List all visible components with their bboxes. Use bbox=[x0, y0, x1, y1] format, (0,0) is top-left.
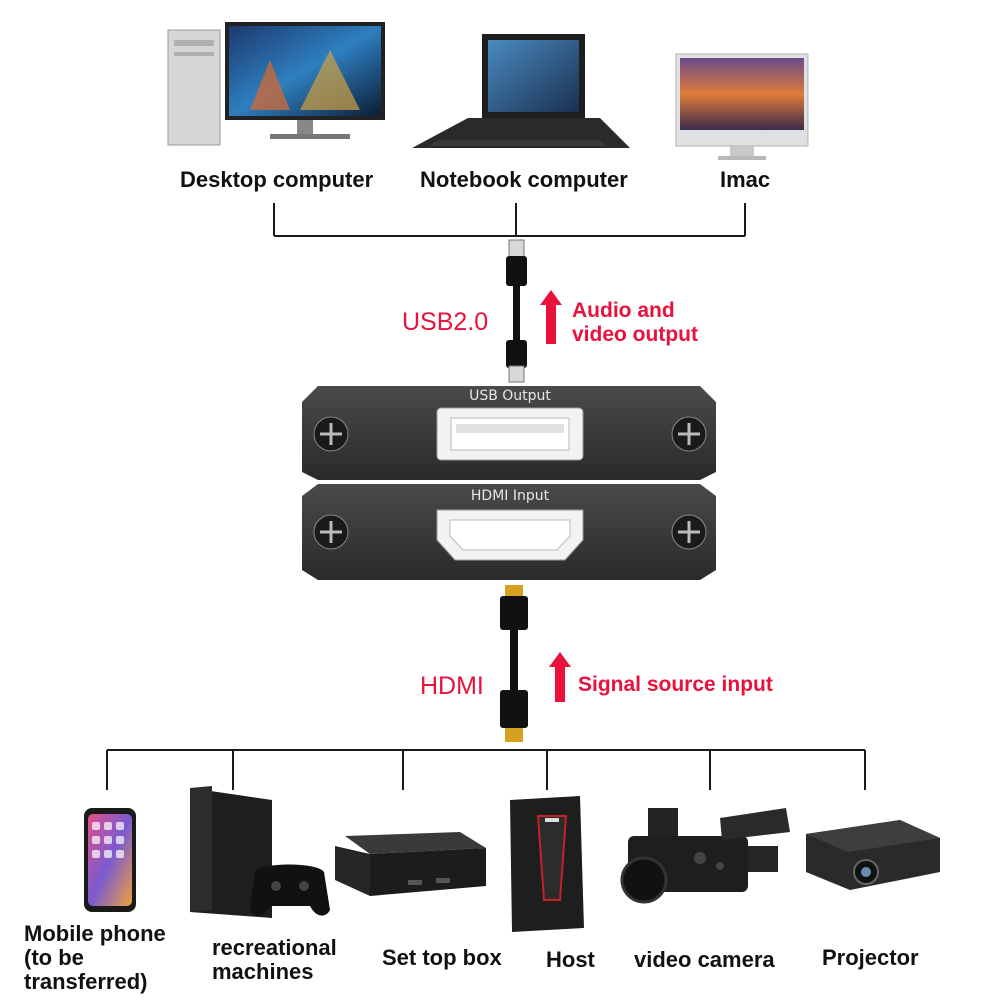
set-top-box-label: Set top box bbox=[382, 945, 502, 970]
notebook-computer-label: Notebook computer bbox=[420, 167, 628, 192]
projector-label: Projector bbox=[822, 945, 919, 970]
projector-icon bbox=[806, 820, 940, 890]
hdmi-cable bbox=[500, 585, 528, 742]
desktop-computer-label: Desktop computer bbox=[180, 167, 374, 192]
host-tower-icon bbox=[510, 796, 584, 932]
signal-source-input-note: Signal source input bbox=[578, 673, 773, 696]
usb-cable-label: USB2.0 bbox=[402, 308, 489, 336]
set-top-box-icon bbox=[335, 832, 486, 896]
video-camera-icon bbox=[620, 808, 790, 904]
recreational-machines-label-line2: machines bbox=[212, 959, 314, 984]
imac-label: Imac bbox=[720, 167, 771, 192]
hdmi-input-port-label: HDMI Input bbox=[470, 488, 550, 504]
notebook-computer-icon bbox=[412, 34, 630, 148]
host-label: Host bbox=[546, 947, 595, 972]
mobile-phone-label-line3: transferred) bbox=[24, 969, 148, 994]
audio-video-output-note-line2: video output bbox=[572, 323, 698, 346]
usb-cable bbox=[506, 239, 527, 383]
bottom-bracket-lines bbox=[106, 749, 866, 790]
desktop-computer-icon bbox=[167, 22, 385, 146]
mobile-phone-icon bbox=[84, 808, 136, 912]
arrow-up-icon bbox=[540, 290, 562, 344]
audio-video-output-note-line1: Audio and bbox=[572, 299, 675, 322]
mobile-phone-label-line1: Mobile phone bbox=[24, 921, 166, 946]
recreational-machines-label-line1: recreational bbox=[212, 935, 337, 960]
top-bracket-lines bbox=[273, 203, 746, 237]
video-camera-label: video camera bbox=[634, 947, 775, 972]
hdmi-cable-label: HDMI bbox=[420, 672, 484, 700]
game-console-icon bbox=[190, 786, 330, 918]
usb-output-port-label: USB Output bbox=[469, 388, 551, 404]
arrow-up-icon-2 bbox=[549, 652, 571, 702]
capture-device bbox=[302, 386, 716, 580]
mobile-phone-label-line2: (to be bbox=[24, 945, 84, 970]
imac-icon bbox=[675, 53, 809, 160]
